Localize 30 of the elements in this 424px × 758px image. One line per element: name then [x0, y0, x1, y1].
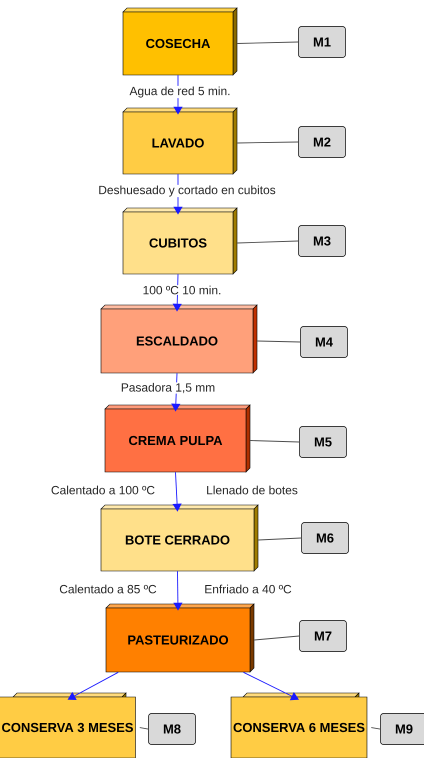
marker-box: M1: [298, 26, 346, 58]
marker-box: M8: [148, 713, 196, 745]
process-box: CONSERVA 6 MESES: [230, 692, 368, 758]
arrow: [242, 672, 299, 700]
connector-line: [236, 42, 299, 44]
marker-box: M5: [299, 426, 347, 458]
connector-line: [139, 727, 149, 730]
edge-label: 100 ºC 10 min.: [142, 285, 222, 295]
connector-line: [250, 440, 300, 442]
marker-box: M3: [298, 225, 346, 257]
connector-line: [236, 240, 299, 244]
connector-line: [236, 142, 299, 144]
marker-box: M6: [301, 522, 349, 554]
marker-box: M7: [299, 620, 347, 652]
edge-label: Deshuesado y cortado en cubitos: [98, 184, 276, 198]
marker-box: M9: [380, 713, 424, 745]
step-note: Enfriado a 40 ºC: [205, 584, 292, 594]
edge-label: Pasadora 1,5 mm: [120, 382, 216, 394]
edge-label: Calentado a 85 ºC: [58, 584, 158, 594]
marker-box: M4: [300, 326, 348, 358]
arrow: [68, 672, 119, 700]
connector-line: [254, 636, 300, 640]
connector-line: [370, 727, 381, 730]
step-note: Llenado de botes: [207, 486, 298, 494]
connector-line: [256, 340, 301, 342]
edge-label: Calentado a 100 ºC: [50, 485, 156, 495]
edge-label: Agua de red 5 min.: [129, 86, 231, 98]
process-box: CONSERVA 3 MESES: [0, 692, 136, 758]
connector-line: [258, 538, 302, 540]
marker-box: M2: [298, 126, 346, 158]
